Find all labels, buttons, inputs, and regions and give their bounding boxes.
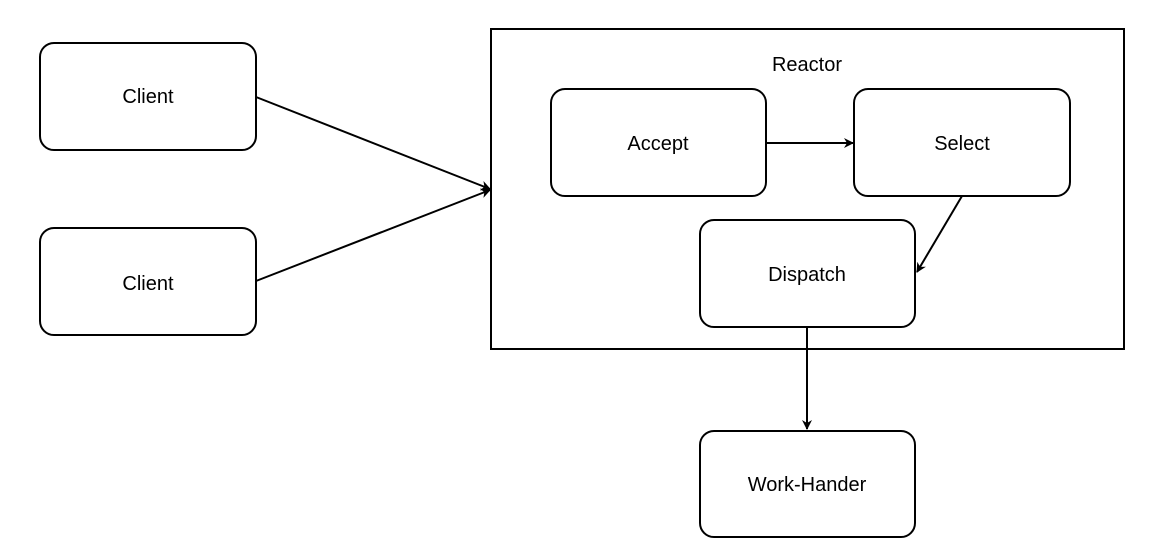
arrow-select-to-dispatch	[916, 195, 963, 273]
edge-client-1-to-reactor	[255, 96, 491, 191]
work-handler-node-box	[699, 430, 916, 538]
arrow-client-1-to-reactor	[255, 96, 491, 191]
work-handler-node[interactable]: Work-Hander	[699, 430, 916, 538]
accept-node-label: Accept	[627, 133, 689, 155]
client-node-1-box	[39, 42, 257, 151]
accept-node[interactable]: Accept	[550, 88, 767, 197]
edge-client-2-to-reactor	[255, 188, 491, 282]
client-node-2[interactable]: Client	[39, 227, 257, 336]
work-handler-node-label: Work-Hander	[748, 474, 867, 496]
edge-select-to-dispatch	[916, 195, 963, 273]
client-node-2-box	[39, 227, 257, 336]
select-node-label: Select	[934, 133, 990, 155]
arrow-client-2-to-reactor	[255, 188, 491, 282]
client-node-1-label: Client	[122, 86, 174, 108]
reactor-label: Reactor	[772, 54, 842, 76]
client-node-1[interactable]: Client	[39, 42, 257, 151]
dispatch-node[interactable]: Dispatch	[699, 219, 916, 328]
dispatch-node-label: Dispatch	[768, 264, 846, 286]
select-node[interactable]: Select	[853, 88, 1071, 197]
client-node-2-label: Client	[122, 273, 174, 295]
